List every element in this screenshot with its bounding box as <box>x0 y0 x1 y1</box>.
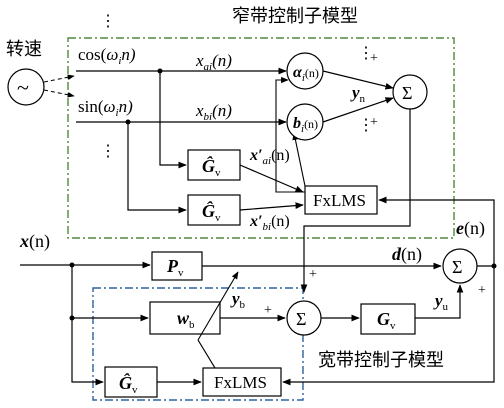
plus-top: + <box>370 51 378 66</box>
error-sum-label: Σ <box>452 257 462 277</box>
xprime-a-line <box>239 164 304 193</box>
narrowband-sum-label: Σ <box>402 83 412 103</box>
ghat-broadband-box <box>104 366 158 398</box>
gv-to-error-sum-line <box>415 284 464 319</box>
en-label: e(n) <box>456 218 485 239</box>
mid-dots: ⋮ <box>100 143 116 160</box>
wb-adapt-arrow <box>197 271 239 341</box>
dn-label: d(n) <box>392 244 422 265</box>
sin-branch-line <box>127 122 187 214</box>
gv-box <box>360 303 416 335</box>
ghat-a-label: Ĝv <box>202 155 221 179</box>
plus-yb: + <box>264 303 272 318</box>
ghat-broadband-label: Ĝv <box>119 372 138 396</box>
fxlms-to-b-line <box>292 132 306 187</box>
narrowband-output-line <box>300 109 411 293</box>
wb-label: wb <box>177 308 195 331</box>
gv-label: Gv <box>377 309 396 332</box>
top-dots: ⋮ <box>100 13 116 30</box>
yb-label: yb <box>230 289 246 311</box>
fxlms-narrowband-label: FxLMS <box>313 191 366 210</box>
xa-label: xai(n) <box>195 51 232 73</box>
plus-mid: + <box>370 115 378 130</box>
narrowband-title: 窄带控制子模型 <box>232 6 358 27</box>
sine-to-sin-line <box>43 89 75 98</box>
fxlms-to-alpha-line <box>275 76 305 193</box>
alpha-weight-label: αi(n) <box>293 64 319 84</box>
sine-to-cos-line <box>43 74 75 83</box>
alpha-to-sum-line <box>322 70 394 90</box>
pv-box <box>151 251 203 281</box>
plus-error: + <box>478 283 486 298</box>
broadband-region <box>92 287 304 401</box>
sin-label: sin(ωin) <box>78 97 133 119</box>
broadband-title: 宽带控制子模型 <box>318 350 444 371</box>
fxlms-broadband-label: FxLMS <box>214 373 267 392</box>
xn-to-wb-line <box>71 265 149 322</box>
b-weight-label: bi(n) <box>293 115 318 135</box>
fxlms-broadband-box <box>202 367 282 397</box>
fxlms-narrowband-box <box>304 185 378 215</box>
fxlms-bb-to-wb-line <box>197 339 216 369</box>
cos-branch-line <box>159 71 187 169</box>
right-dots-bottom: ⋮ <box>358 117 374 134</box>
speed-label: 转速 <box>6 39 42 60</box>
xprime-a-label: x′ai(n) <box>249 147 290 167</box>
yn-label: yn <box>350 83 366 105</box>
b-to-sum-line <box>322 97 394 123</box>
main-sum-label: Σ <box>296 309 306 329</box>
xprime-b-line <box>239 202 304 211</box>
error-to-bb-fxlms-line <box>282 266 495 386</box>
ghat-box-a <box>187 149 241 181</box>
ghat-b-label: Ĝv <box>202 200 221 224</box>
narrowband-region <box>67 37 455 239</box>
sine-source-icon: ~ <box>17 75 29 100</box>
sine-source-circle <box>7 68 45 106</box>
pv-label: Pv <box>166 256 184 279</box>
xn-to-ghat-bb-line <box>71 318 104 386</box>
xb-label: xbi(n) <box>195 101 232 123</box>
cos-label: cos(ωin) <box>78 45 136 67</box>
xprime-b-label: x′bi(n) <box>249 213 290 233</box>
yu-label: yu <box>433 291 449 313</box>
ghat-box-b <box>187 194 241 226</box>
right-dots-top: ⋮ <box>358 45 374 62</box>
xn-label: x(n) <box>19 231 50 252</box>
error-to-nb-fxlms-line <box>378 196 495 266</box>
plus-sum-top: + <box>309 267 317 282</box>
